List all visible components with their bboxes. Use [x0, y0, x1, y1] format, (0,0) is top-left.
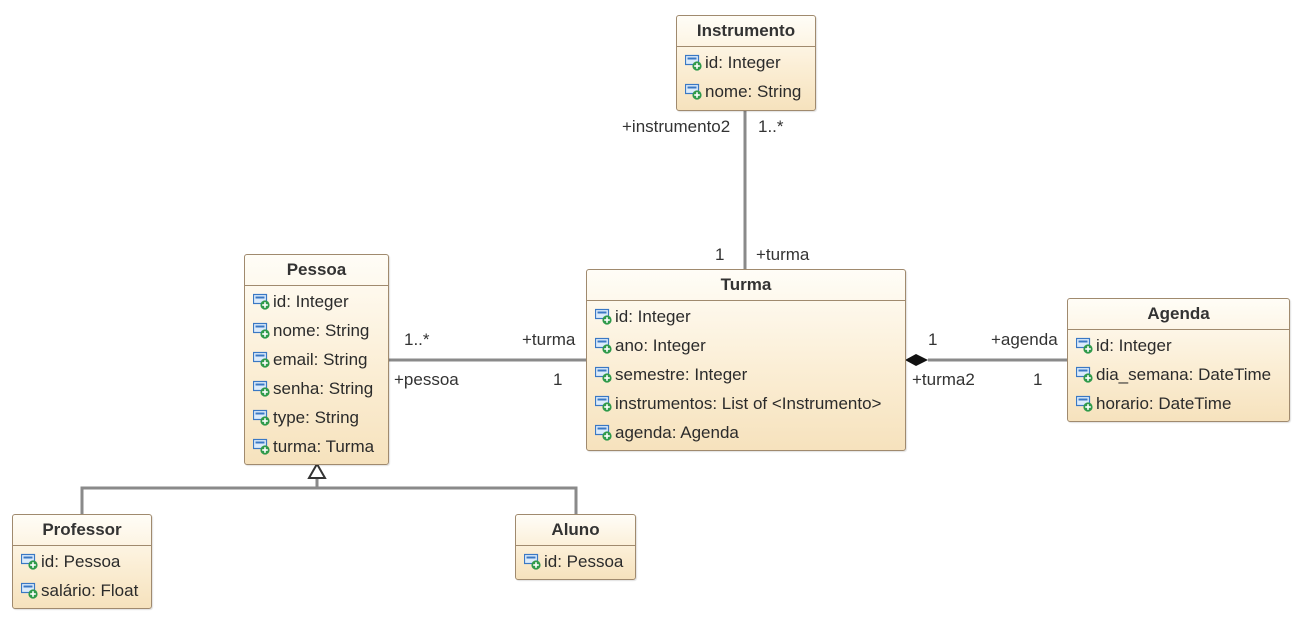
attribute-row[interactable]: agenda: Agenda [587, 418, 905, 447]
class-name: Pessoa [245, 255, 388, 286]
multiplicity-label: 1 [553, 370, 563, 389]
attribute-row[interactable]: nome: String [677, 77, 815, 106]
attribute-row[interactable]: id: Integer [677, 48, 815, 77]
multiplicity-label: 1 [715, 245, 725, 264]
class-name: Aluno [516, 515, 635, 546]
attribute-text: semestre: Integer [615, 365, 748, 384]
role-label-turma: +turma [756, 245, 810, 264]
attribute-public-icon [21, 582, 38, 599]
attribute-row[interactable]: id: Pessoa [13, 547, 151, 576]
attribute-row[interactable]: turma: Turma [245, 432, 388, 461]
attribute-text: dia_semana: DateTime [1096, 365, 1272, 384]
class-aluno[interactable]: Aluno id: Pessoa [515, 514, 636, 580]
attribute-public-icon [685, 83, 702, 100]
composition-diamond-icon [905, 354, 928, 366]
role-label-turma: +turma [522, 330, 576, 349]
attribute-text: type: String [273, 408, 359, 427]
attribute-row[interactable]: id: Integer [1068, 331, 1289, 360]
attribute-row[interactable]: horario: DateTime [1068, 389, 1289, 418]
attribute-public-icon [595, 337, 612, 354]
attribute-row[interactable]: email: String [245, 345, 388, 374]
attribute-text: salário: Float [41, 581, 139, 600]
class-name: Professor [13, 515, 151, 546]
attribute-public-icon [595, 366, 612, 383]
attribute-public-icon [253, 380, 270, 397]
class-name: Instrumento [677, 16, 815, 47]
class-pessoa[interactable]: Pessoa id: Integer nome: String email: S… [244, 254, 389, 465]
attribute-text: senha: String [273, 379, 374, 398]
attribute-public-icon [595, 395, 612, 412]
attribute-text: id: Integer [273, 292, 349, 311]
class-name: Turma [587, 270, 905, 301]
role-label-pessoa: +pessoa [394, 370, 459, 389]
attribute-text: email: String [273, 350, 368, 369]
attribute-public-icon [253, 322, 270, 339]
attribute-text: agenda: Agenda [615, 423, 739, 442]
attribute-row[interactable]: dia_semana: DateTime [1068, 360, 1289, 389]
attribute-text: id: Integer [705, 53, 781, 72]
attribute-row[interactable]: id: Pessoa [516, 547, 635, 576]
attribute-public-icon [253, 293, 270, 310]
class-agenda[interactable]: Agenda id: Integer dia_semana: DateTime … [1067, 298, 1290, 422]
attribute-row[interactable]: salário: Float [13, 576, 151, 605]
class-instrumento[interactable]: Instrumento id: Integer nome: String [676, 15, 816, 111]
multiplicity-label: 1..* [404, 330, 430, 349]
attribute-text: ano: Integer [615, 336, 706, 355]
attribute-public-icon [253, 409, 270, 426]
attribute-text: instrumentos: List of <Instrumento> [615, 394, 882, 413]
class-turma[interactable]: Turma id: Integer ano: Integer semestre:… [586, 269, 906, 451]
multiplicity-label: 1..* [758, 117, 784, 136]
attribute-text: horario: DateTime [1096, 394, 1232, 413]
attribute-text: nome: String [273, 321, 370, 340]
attribute-public-icon [1076, 395, 1093, 412]
multiplicity-label: 1 [928, 330, 938, 349]
attribute-row[interactable]: instrumentos: List of <Instrumento> [587, 389, 905, 418]
attribute-text: id: Pessoa [41, 552, 121, 571]
attribute-row[interactable]: id: Integer [245, 287, 388, 316]
attribute-public-icon [595, 424, 612, 441]
attribute-text: id: Integer [1096, 336, 1172, 355]
role-label-instrumento2: +instrumento2 [622, 117, 731, 136]
attribute-row[interactable]: type: String [245, 403, 388, 432]
attribute-public-icon [1076, 366, 1093, 383]
attribute-text: id: Pessoa [544, 552, 624, 571]
attribute-public-icon [253, 438, 270, 455]
attribute-row[interactable]: semestre: Integer [587, 360, 905, 389]
attribute-public-icon [685, 54, 702, 71]
generalization-arrow-icon [307, 461, 327, 479]
multiplicity-label: 1 [1033, 370, 1043, 389]
attribute-row[interactable]: nome: String [245, 316, 388, 345]
role-label-agenda: +agenda [991, 330, 1058, 349]
role-label-turma2: +turma2 [912, 370, 975, 389]
attribute-public-icon [21, 553, 38, 570]
attribute-text: id: Integer [615, 307, 691, 326]
attribute-public-icon [1076, 337, 1093, 354]
attribute-public-icon [595, 308, 612, 325]
attribute-public-icon [253, 351, 270, 368]
attribute-row[interactable]: senha: String [245, 374, 388, 403]
attribute-row[interactable]: ano: Integer [587, 331, 905, 360]
class-name: Agenda [1068, 299, 1289, 330]
attribute-public-icon [524, 553, 541, 570]
class-professor[interactable]: Professor id: Pessoa salário: Float [12, 514, 152, 609]
attribute-text: nome: String [705, 82, 802, 101]
attribute-text: turma: Turma [273, 437, 375, 456]
attribute-row[interactable]: id: Integer [587, 302, 905, 331]
generalization-line [80, 478, 578, 514]
